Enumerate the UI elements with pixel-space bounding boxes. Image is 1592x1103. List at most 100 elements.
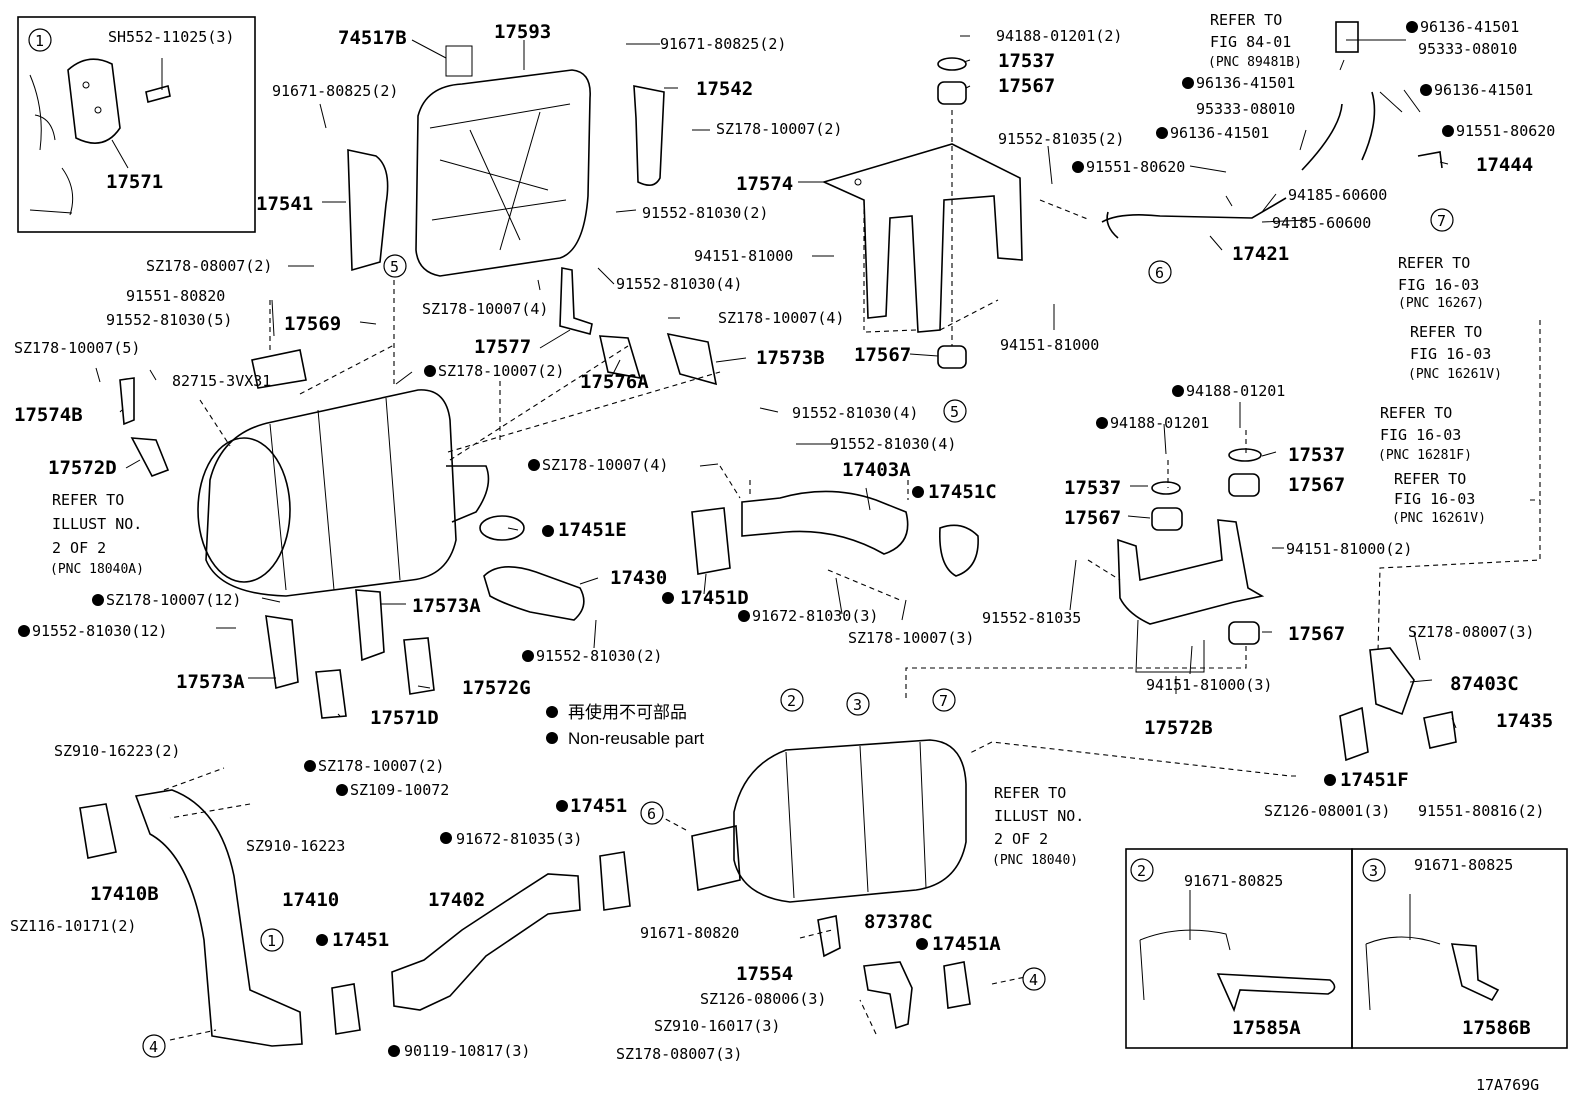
part-label: 94185-60600 (1272, 214, 1371, 232)
svg-text:2 OF 2: 2 OF 2 (994, 830, 1048, 848)
part-label: 91552-81030(2) (642, 204, 768, 222)
part-label: 91671-80825 (1414, 856, 1513, 874)
part-label: 17451 (332, 929, 389, 951)
part-label: 17410B (90, 883, 159, 905)
part-label: SZ116-10171(2) (10, 917, 136, 935)
elbow-17430 (483, 566, 585, 621)
bracket-17574 (821, 143, 1023, 333)
svg-text:3: 3 (853, 696, 862, 714)
svg-text:REFER TO: REFER TO (1398, 254, 1470, 272)
part-label: 91551-80816(2) (1418, 802, 1544, 820)
svg-text:ILLUST NO.: ILLUST NO. (52, 515, 142, 533)
svg-text:(PNC 18040A): (PNC 18040A) (50, 562, 144, 577)
part-label: 96136-41501 (1420, 18, 1519, 36)
part-label: 17574 (736, 173, 793, 195)
part-label: 82715-3VX31 (172, 372, 271, 390)
part-label: 17451 (570, 795, 627, 817)
part-label: 17572D (48, 457, 117, 479)
part-label: 17435 (1496, 710, 1553, 732)
part-label: 17410 (282, 889, 339, 911)
part-label: 17572G (462, 677, 531, 699)
part-label: 91551-80620 (1086, 158, 1185, 176)
svg-text:6: 6 (647, 805, 656, 823)
part-label: 91671-80825(2) (660, 35, 786, 53)
note-fig-16-03-16281f: REFER TO FIG 16-03 (PNC 16281F) (1378, 404, 1472, 463)
svg-text:(PNC 16281F): (PNC 16281F) (1378, 448, 1472, 463)
svg-text:3: 3 (1369, 862, 1378, 880)
callout-2: 2 (1130, 858, 1154, 882)
part-label: 17537 (998, 50, 1055, 72)
part-label: 91672-81030(3) (752, 607, 878, 625)
part-label: 17567 (998, 75, 1055, 97)
part-label: 17541 (256, 193, 313, 215)
callout-6: 6 (640, 801, 664, 825)
part-label: SZ910-16223(2) (54, 742, 180, 760)
part-label: 96136-41501 (1434, 81, 1533, 99)
part-label: 17585A (1232, 1017, 1301, 1039)
part-label: 91552-81030(4) (830, 435, 956, 453)
part-label: 17576A (580, 371, 649, 393)
legend: 再使用不可部品 Non-reusable part (546, 702, 704, 748)
svg-text:7: 7 (939, 692, 948, 710)
part-label: 91552-81030(4) (616, 275, 742, 293)
part-label: SZ126-08001(3) (1264, 802, 1390, 820)
part-label: 94188-01201 (1186, 382, 1285, 400)
part-label: 17567 (854, 344, 911, 366)
svg-text:ILLUST NO.: ILLUST NO. (994, 807, 1084, 825)
note-fig-84-01: REFER TO FIG 84-01 (PNC 89481B) (1208, 11, 1302, 70)
part-label: SZ178-10007(4) (718, 309, 844, 327)
part-label: SZ178-08007(3) (616, 1045, 742, 1063)
svg-text:1: 1 (35, 32, 44, 50)
part-label: 91552-81035 (982, 609, 1081, 627)
callout-3: 3 (846, 692, 870, 716)
part-label: 17571D (370, 707, 439, 729)
part-label: 17586B (1462, 1017, 1531, 1039)
leader-lines (95, 35, 1457, 729)
diagram-code: 17A769G (1476, 1076, 1539, 1094)
inset-1-bracket-drawing (29, 58, 171, 216)
inset-box-3 (1351, 848, 1568, 1049)
gaskets (79, 507, 1369, 1035)
part-label: 91551-80620 (1456, 122, 1555, 140)
callout-5: 5 (383, 254, 407, 278)
part-label: 17421 (1232, 243, 1289, 265)
callout-circles: 1 5 5 6 7 2 3 7 6 1 4 4 2 3 (28, 28, 1454, 1058)
svg-text:2: 2 (1137, 862, 1146, 880)
front-pipe-17410 (134, 789, 303, 1047)
exhaust-pipe-17403a (741, 490, 909, 555)
part-label: 94188-01201(2) (996, 27, 1122, 45)
part-label: 17567 (1288, 474, 1345, 496)
part-label: SZ178-10007(4) (542, 456, 668, 474)
part-label: 96136-41501 (1170, 124, 1269, 142)
part-label: 17451D (680, 587, 749, 609)
svg-text:FIG 84-01: FIG 84-01 (1210, 33, 1291, 51)
part-label: 91672-81035(3) (456, 830, 582, 848)
svg-text:5: 5 (390, 258, 399, 276)
part-label: SZ178-10007(3) (848, 629, 974, 647)
svg-text:(PNC 16261V): (PNC 16261V) (1408, 367, 1502, 382)
part-label: 91552-81035(2) (998, 130, 1124, 148)
part-label: 91552-81030(5) (106, 311, 232, 329)
svg-text:1: 1 (267, 932, 276, 950)
callout-6: 6 (1148, 260, 1172, 284)
svg-text:4: 4 (1029, 971, 1038, 989)
callout-7: 7 (1430, 208, 1454, 232)
svg-text:FIG 16-03: FIG 16-03 (1394, 490, 1475, 508)
svg-text:4: 4 (149, 1038, 158, 1056)
part-label: 17571 (106, 171, 163, 193)
bracket-17542 (633, 85, 665, 186)
part-label: 17572B (1144, 717, 1213, 739)
svg-text:6: 6 (1155, 264, 1164, 282)
part-label: 17593 (494, 21, 551, 43)
bracket-17541 (347, 149, 389, 272)
callout-5: 5 (943, 399, 967, 423)
part-label: 17537 (1064, 477, 1121, 499)
note-illust-18040: REFER TO ILLUST NO. 2 OF 2 (PNC 18040) (992, 784, 1084, 868)
svg-text:5: 5 (950, 403, 959, 421)
svg-text:2: 2 (787, 692, 796, 710)
part-label: 17537 (1288, 444, 1345, 466)
callout-1: 1 (28, 28, 52, 52)
part-label: 17567 (1288, 623, 1345, 645)
